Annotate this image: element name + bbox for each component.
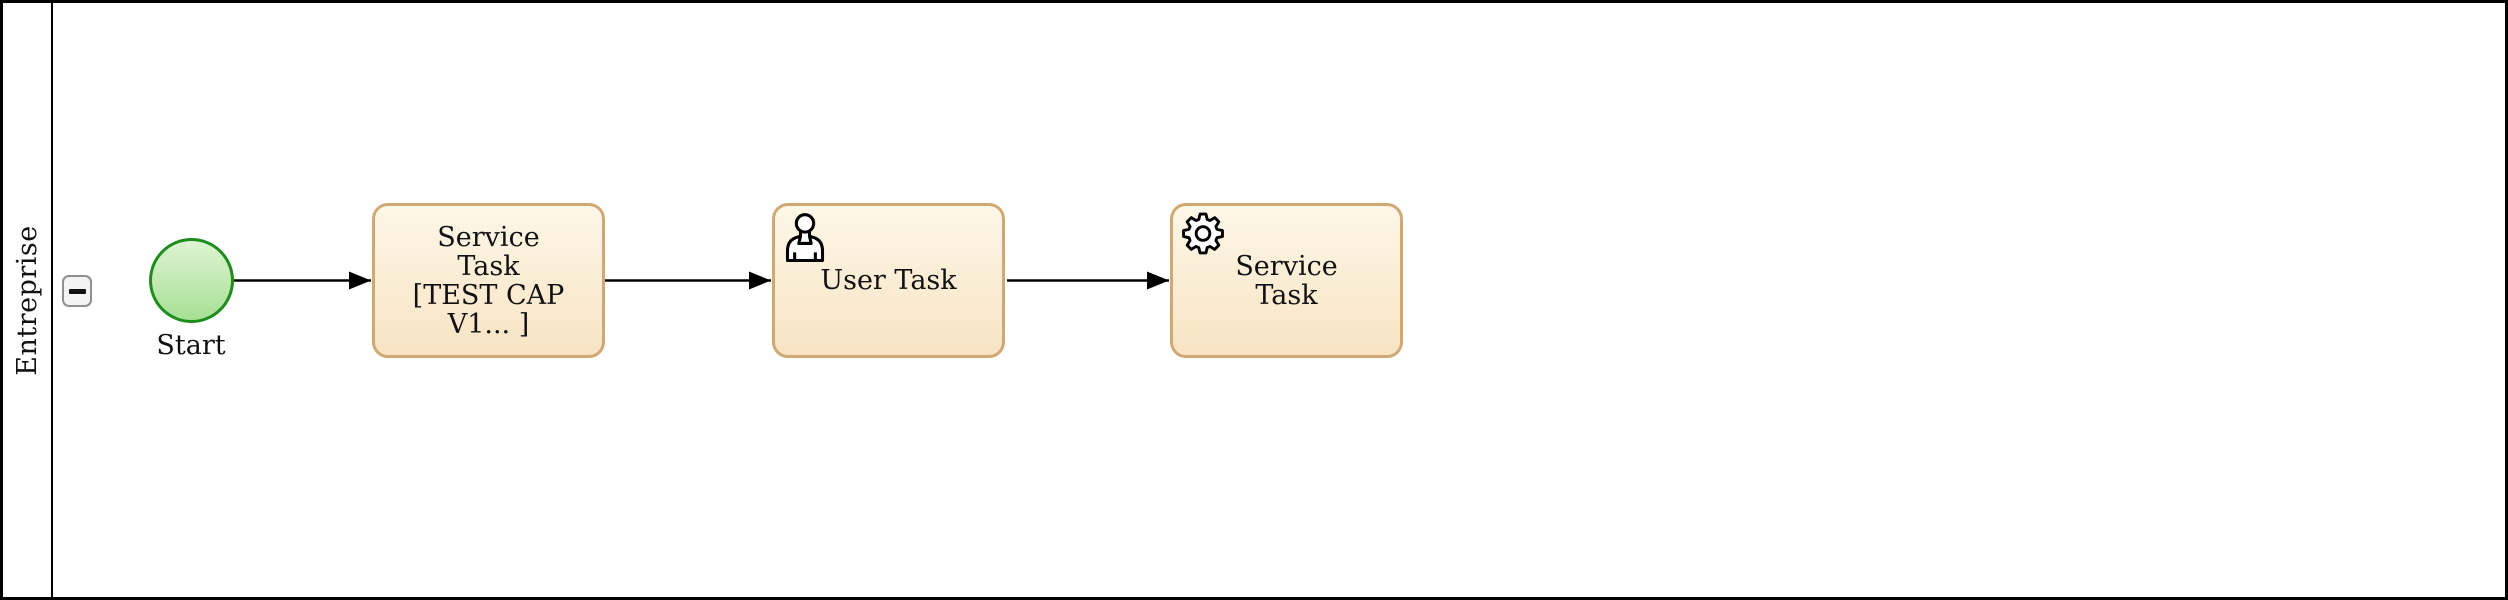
user-icon <box>785 213 825 262</box>
start-event-label: Start <box>156 330 226 361</box>
lane-collapse-button[interactable] <box>62 275 92 307</box>
lane-label: Entreprise <box>11 224 43 376</box>
gear-icon <box>1182 212 1224 255</box>
task-user[interactable]: User Task <box>772 203 1005 358</box>
minus-icon <box>68 288 86 294</box>
task-label: Service Task <box>1235 250 1338 311</box>
task-label: Service Task [TEST CAP V1... ] <box>412 221 565 340</box>
lane-header[interactable]: Entreprise <box>3 3 53 597</box>
task-label: User Task <box>820 265 957 296</box>
task-service-2[interactable]: Service Task <box>1170 203 1403 358</box>
task-service-1[interactable]: Service Task [TEST CAP V1... ] <box>372 203 605 358</box>
start-event[interactable] <box>149 238 234 323</box>
